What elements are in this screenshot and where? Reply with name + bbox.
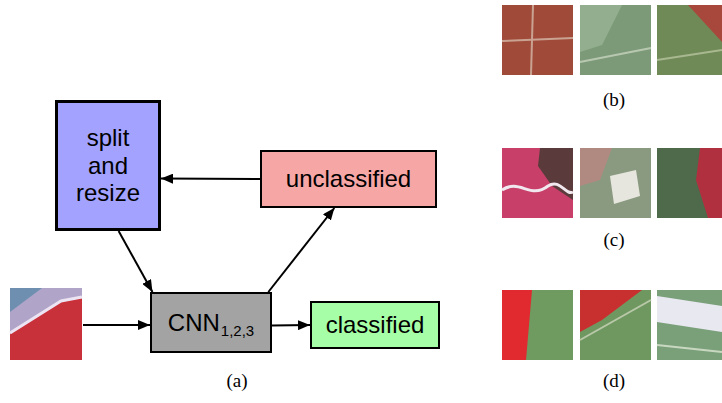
patch-ground [580,290,651,360]
arrow-connector [161,178,260,180]
patch-field [10,298,82,360]
patch-water-edge [502,184,573,193]
arrow-connector [272,324,310,327]
patch-ground [580,5,651,75]
patch-road [10,297,82,333]
example-patch-d2 [580,290,651,360]
patch-field [696,148,722,218]
process-box: split and resize [55,100,161,231]
example-patch-b2 [580,5,651,75]
node-label: CNN [168,309,220,337]
example-patch-b3 [657,5,722,75]
input-arrow [83,324,150,326]
state-box: classified [310,301,440,349]
patch-region [10,288,42,312]
arrow-connector [119,231,153,292]
patch-ground [502,290,573,360]
patch-ground [502,148,573,218]
patch-field [688,5,722,42]
example-patch-b1 [502,5,573,75]
example-patch-c1 [502,148,573,218]
node-label: classified [326,311,425,339]
patch-field [502,290,532,360]
input-image-patch [10,288,82,360]
patch-road [580,300,651,340]
patch-road [580,48,651,62]
node-content: classified [326,311,425,339]
subscript-text: 1,2,3 [221,322,254,339]
panel-label: (d) [603,370,625,392]
example-patch-c3 [657,148,722,218]
patch-ground [657,290,722,360]
patch-region [657,296,722,332]
patch-ground [657,5,722,75]
patch-field [580,148,612,186]
patch-ground [502,5,573,75]
patch-road [657,50,722,60]
example-patch-c2 [580,148,651,218]
state-box: unclassified [260,150,437,208]
patch-ground [580,148,651,218]
patch-ground [657,148,722,218]
panel-label: (b) [603,89,625,111]
arrow-connector [268,208,334,292]
patch-road [657,345,722,352]
patch-region [610,170,640,204]
panel-label: (a) [226,370,247,392]
example-patch-d1 [502,290,573,360]
node-content: unclassified [286,165,411,193]
node-content: CNN1,2,3 [168,309,254,337]
example-patch-d3 [657,290,722,360]
node-label: unclassified [286,165,411,193]
node-label: split and resize [67,124,149,207]
panel-label: (c) [603,229,624,251]
classifier-box: CNN1,2,3 [150,292,272,353]
patch-ground [10,288,82,360]
node-content: split and resize [67,124,149,207]
patch-field [580,5,622,52]
patch-road [502,38,573,41]
